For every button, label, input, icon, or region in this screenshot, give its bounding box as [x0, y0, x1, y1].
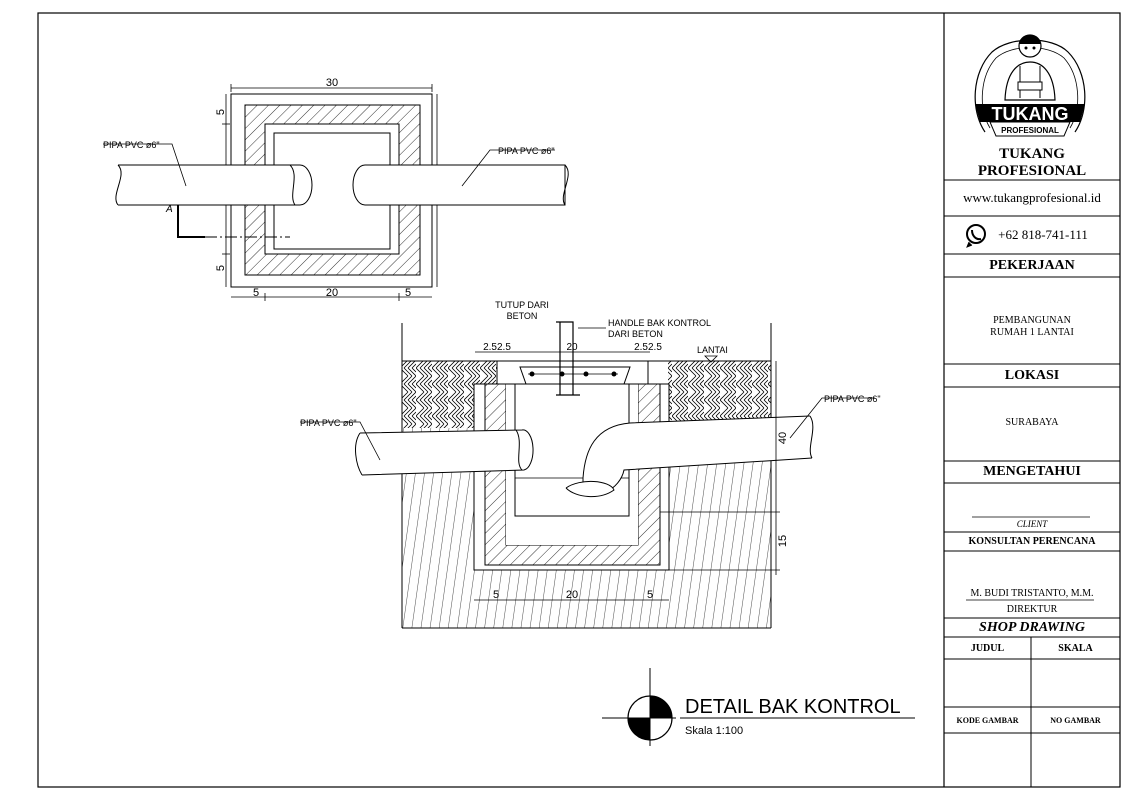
judul-label: JUDUL: [970, 642, 1005, 654]
client-label: CLIENT: [1016, 519, 1048, 529]
mengetahui-header: MENGETAHUI: [983, 464, 1081, 479]
drawing-title-block: DETAIL BAK KONTROL Skala 1:100: [602, 668, 915, 746]
section-handle-label-1: HANDLE BAK KONTROL: [608, 318, 711, 328]
shop-drawing-label: SHOP DRAWING: [979, 619, 1085, 635]
section-lid-dim-mid: 20: [566, 342, 578, 353]
title-block-grid: [944, 179, 1120, 787]
plan-dim-bottom-1: 5: [253, 287, 259, 299]
plan-pipe-right-label: PIPA PVC ø6": [498, 146, 555, 156]
section-view: 2.52.5 20 2.52.5 TUTUP DARI BETON HANDLE…: [300, 300, 881, 629]
plan-dim-bottom-2: 20: [326, 287, 338, 299]
section-lid-dims-right: 2.52.5: [634, 342, 662, 353]
pekerjaan-value: PEMBANGUNAN RUMAH 1 LANTAI: [990, 315, 1074, 338]
skala-label: SKALA: [1058, 642, 1093, 654]
kode-gambar-label: KODE GAMBAR: [956, 715, 1019, 725]
section-dim-bottom-1: 5: [493, 589, 499, 601]
company-website[interactable]: www.tukangprofesional.id: [963, 190, 1101, 205]
section-lid-label-2: BETON: [507, 311, 538, 321]
plan-dim-top: 30: [326, 77, 338, 89]
section-dim-base: 15: [777, 535, 789, 547]
section-lid-dims-left: 2.52.5: [483, 342, 511, 353]
plan-view: 30 5 20 5 30 5 20 5 PIPA PVC ø6" PIPA PV…: [103, 77, 569, 301]
logo-main-text: TUKANG: [992, 104, 1069, 124]
drawing-title: DETAIL BAK KONTROL: [685, 696, 901, 718]
company-phone[interactable]: +62 818-741-111: [998, 227, 1088, 242]
section-pipe-right-label: PIPA PVC ø6": [824, 394, 881, 404]
plan-dim-left-bot: 5: [215, 265, 227, 271]
section-dim-bottom-3: 5: [647, 589, 653, 601]
plan-section-mark: A: [165, 204, 173, 215]
pekerjaan-header: PEKERJAAN: [989, 257, 1075, 273]
section-lid-label-1: TUTUP DARI: [495, 300, 549, 310]
no-gambar-label: NO GAMBAR: [1050, 715, 1101, 725]
consultant-name: M. BUDI TRISTANTO, M.M.: [970, 587, 1094, 599]
section-floor-label: LANTAI: [697, 345, 728, 355]
drawing-scale: Skala 1:100: [685, 725, 743, 737]
logo-sub-text: PROFESIONAL: [1001, 126, 1059, 135]
consultant-title: DIREKTUR: [1006, 603, 1058, 615]
section-dim-height: 40: [777, 432, 789, 444]
plan-pipe-left-label: PIPA PVC ø6": [103, 140, 160, 150]
section-pipe-left-label: PIPA PVC ø6": [300, 418, 357, 428]
whatsapp-icon: [966, 224, 986, 248]
company-logo: TUKANG PROFESIONAL: [974, 34, 1086, 137]
lokasi-value: SURABAYA: [1005, 416, 1059, 428]
lokasi-header: LOKASI: [1004, 367, 1060, 383]
konsultan-label: KONSULTAN PERENCANA: [968, 536, 1096, 547]
company-name: TUKANG PROFESIONAL: [977, 146, 1087, 179]
plan-dim-left-top: 5: [215, 109, 227, 115]
section-handle-label-2: DARI BETON: [608, 329, 663, 339]
plan-dim-bottom-3: 5: [405, 287, 411, 299]
section-dim-bottom-2: 20: [566, 589, 578, 601]
